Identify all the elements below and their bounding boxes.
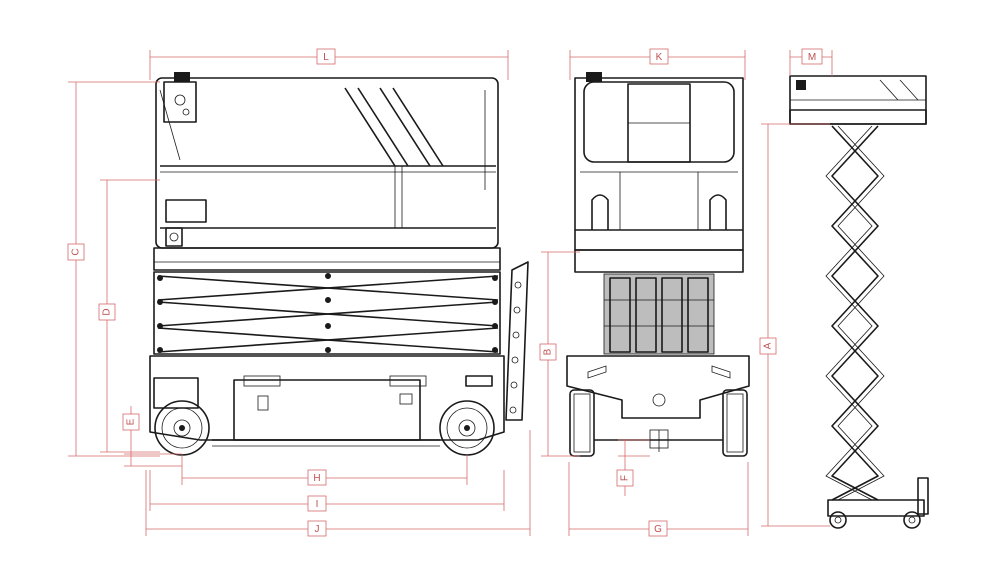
dim-label-h: H (307, 469, 327, 486)
svg-text:E: E (126, 418, 137, 425)
dim-label-j: J (307, 520, 327, 537)
dim-label-l: L (316, 48, 336, 65)
front-view (566, 72, 750, 457)
svg-text:C: C (71, 248, 82, 255)
dim-label-i: I (307, 495, 327, 512)
dim-label-m: M (801, 48, 823, 65)
dim-label-e: E (122, 413, 140, 431)
svg-text:G: G (654, 524, 662, 535)
svg-text:M: M (808, 52, 816, 63)
svg-text:B: B (543, 348, 554, 355)
dimension-lines (68, 50, 833, 536)
elevated-view (789, 75, 929, 529)
side-view (149, 72, 529, 456)
svg-text:F: F (620, 475, 631, 481)
dim-label-c: C (67, 243, 85, 261)
dim-label-a: A (759, 337, 777, 355)
dimension-labels: L K M C D E B F (67, 48, 823, 537)
svg-text:D: D (102, 308, 113, 315)
dim-label-f: F (616, 469, 634, 487)
svg-text:J: J (315, 524, 320, 535)
svg-text:I: I (316, 499, 319, 510)
dim-label-g: G (648, 520, 668, 537)
svg-text:L: L (323, 52, 329, 63)
svg-text:A: A (763, 342, 774, 349)
svg-text:H: H (313, 473, 320, 484)
dim-label-b: B (539, 343, 557, 361)
dim-label-d: D (98, 303, 116, 321)
svg-text:K: K (656, 52, 663, 63)
dim-label-k: K (649, 48, 669, 65)
